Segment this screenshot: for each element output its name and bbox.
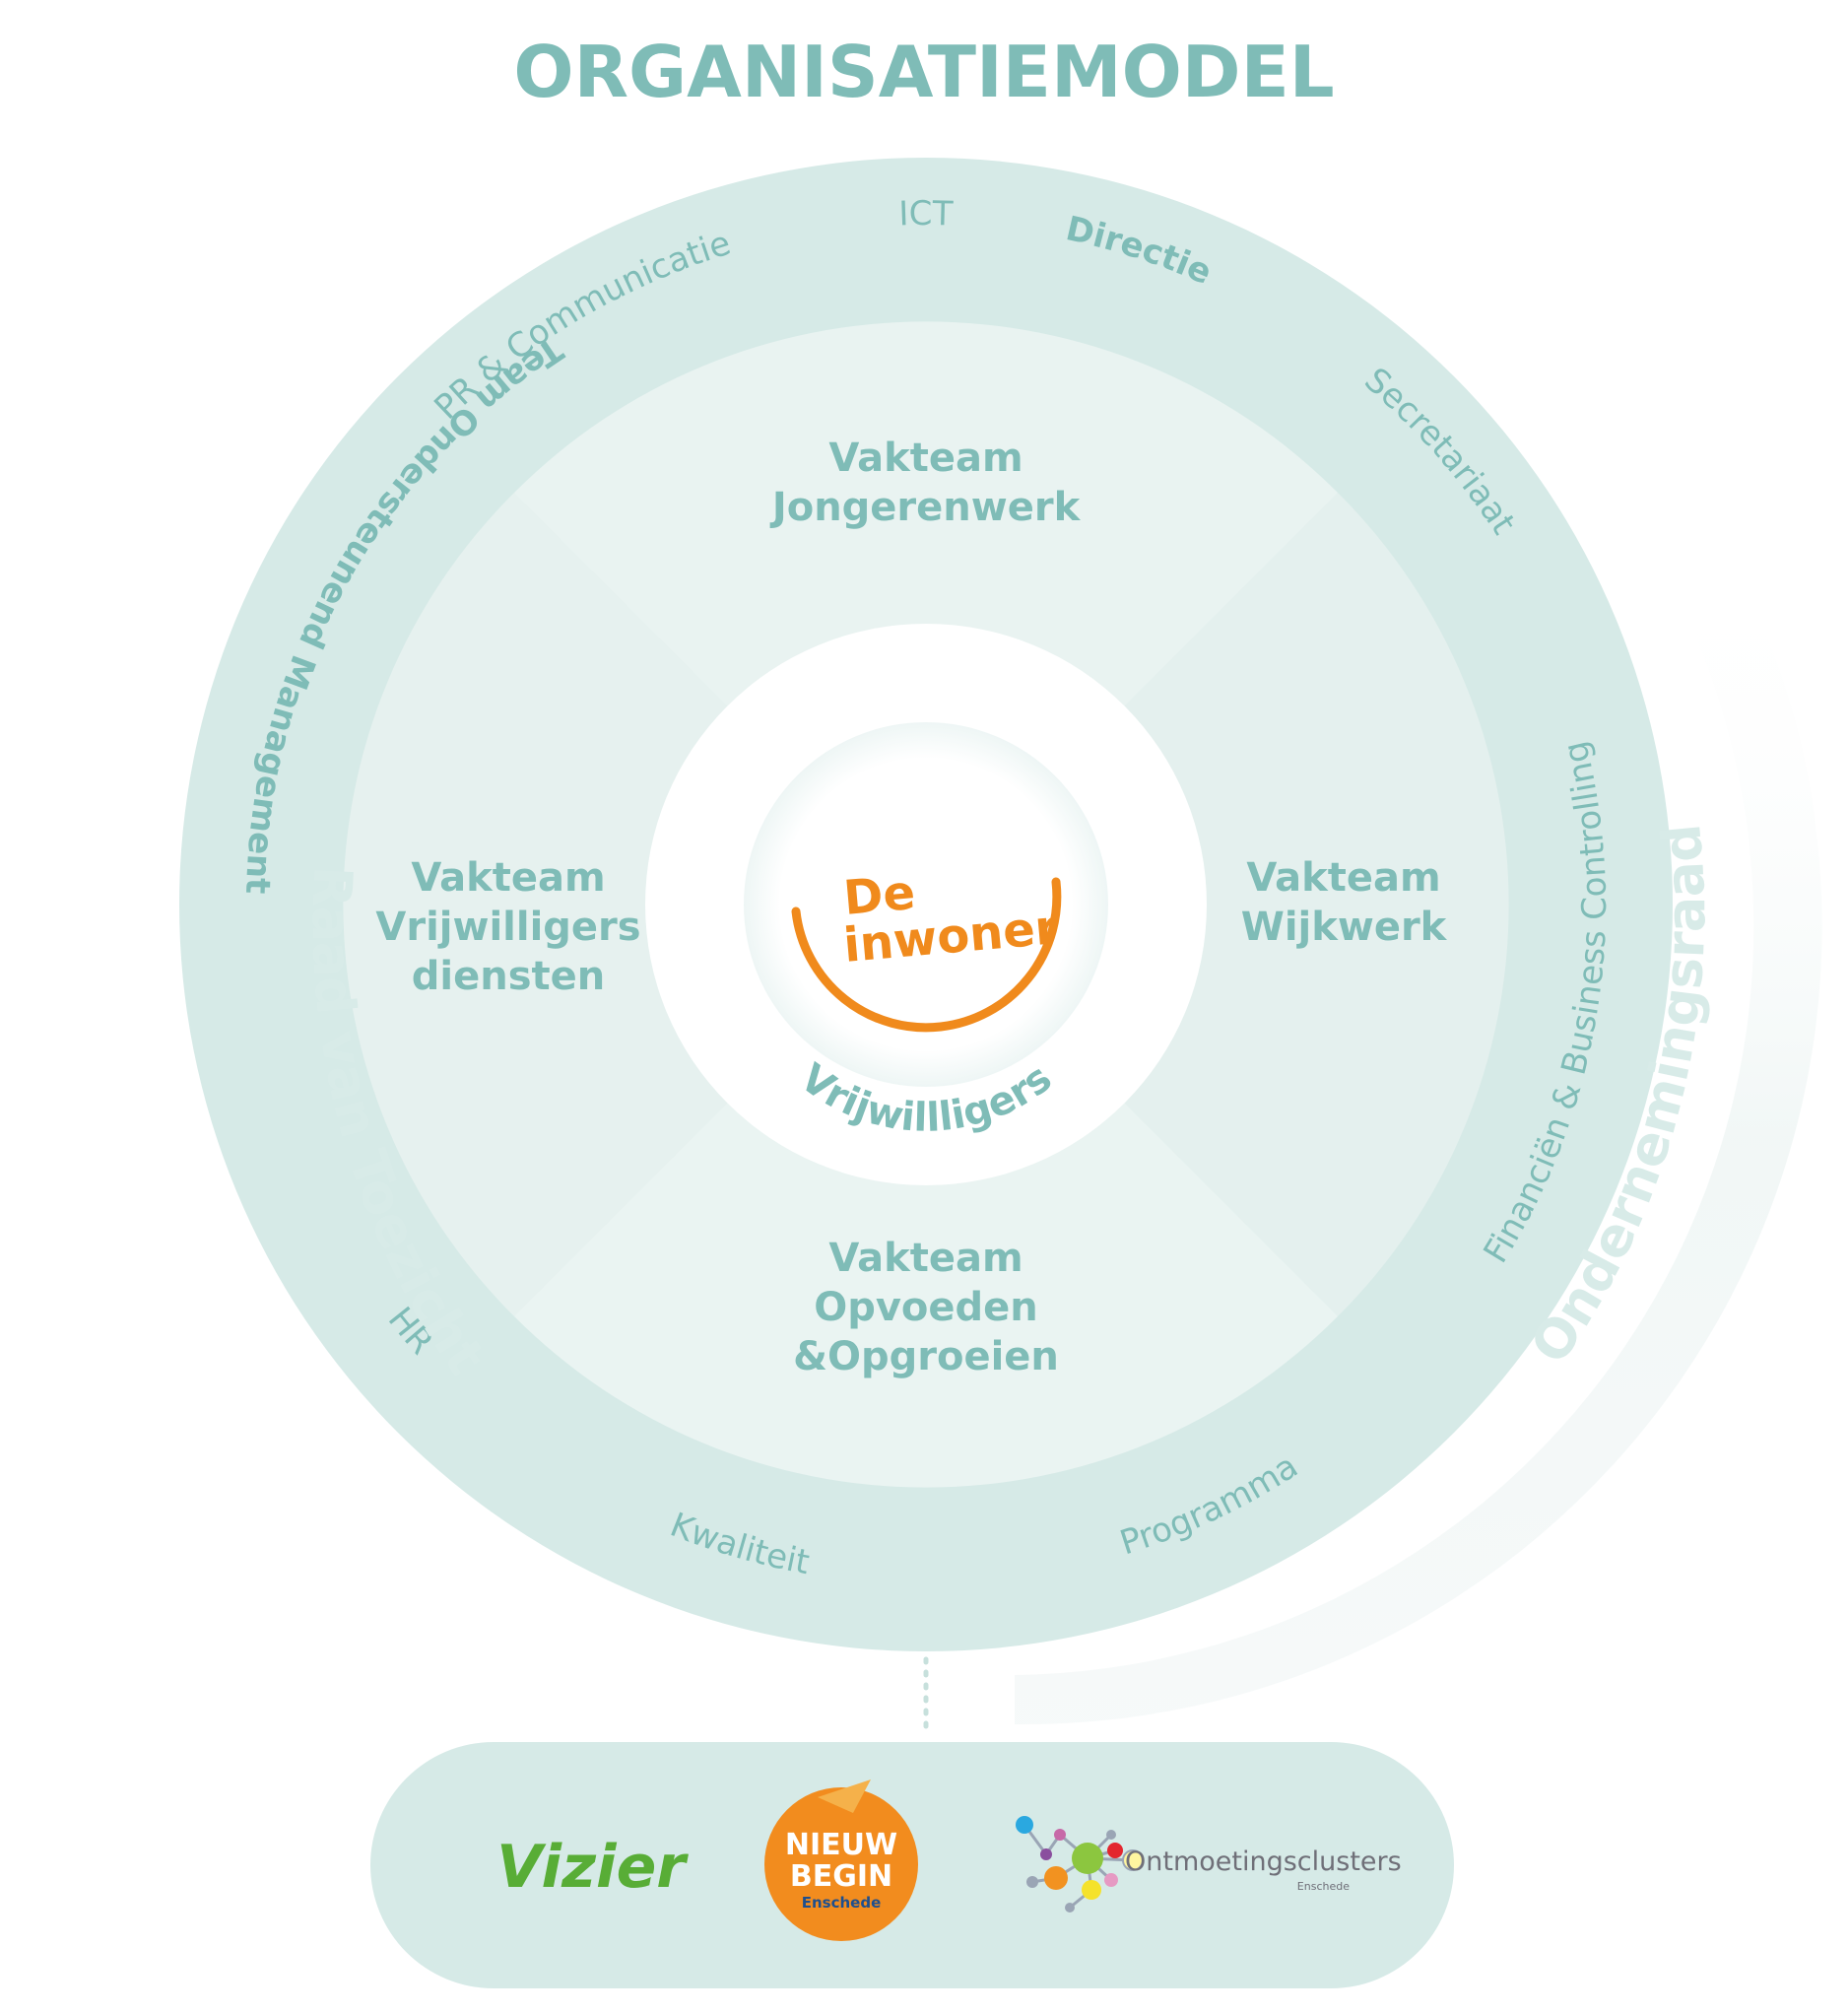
quadrant-bottom <box>514 905 1338 1488</box>
ontmoetingsclusters-text: Ontmoetingsclusters <box>1125 1846 1402 1877</box>
nieuw-begin-logo: NIEUW BEGIN Enschede <box>764 1779 918 1941</box>
nieuw-begin-line3: Enschede <box>802 1894 882 1912</box>
center-label-line1: De <box>841 865 917 926</box>
team-vrijwilligers-line2: Vrijwilligers <box>375 905 640 950</box>
ondernemingsraad-arc <box>1015 552 1822 1725</box>
nieuw-begin-line1: NIEUW <box>785 1828 897 1862</box>
team-opvoeden-line3: &Opgroeien <box>793 1334 1059 1379</box>
team-jongerenwerk-line2: Jongerenwerk <box>769 485 1082 530</box>
team-vrijwilligers-line1: Vakteam <box>411 855 605 901</box>
team-jongerenwerk-line1: Vakteam <box>828 436 1023 481</box>
nieuw-begin-badge <box>764 1787 918 1941</box>
smile-arc-icon <box>791 877 1062 1033</box>
team-vrijwilligers-line3: diensten <box>412 954 605 999</box>
team-opvoeden: Vakteam Opvoeden &Opgroeien <box>793 1236 1059 1379</box>
paper-plane-icon <box>818 1779 871 1813</box>
quadrant-top <box>514 321 1338 905</box>
team-opvoeden-line1: Vakteam <box>828 1236 1023 1281</box>
team-wijkwerk-line2: Wijkwerk <box>1241 905 1448 950</box>
ontmoetingsclusters-logo: Ontmoetingsclusters Enschede <box>1016 1816 1402 1913</box>
ring-label-ict: ICT <box>898 194 954 235</box>
team-vrijwilligers: Vakteam Vrijwilligers diensten <box>375 855 640 999</box>
nieuw-begin-line2: BEGIN <box>790 1859 892 1894</box>
vizier-logo: Vizier <box>496 1833 689 1902</box>
network-cluster-icon <box>1016 1816 1144 1913</box>
team-opvoeden-line2: Opvoeden <box>814 1285 1038 1330</box>
team-wijkwerk: Vakteam Wijkwerk <box>1241 855 1448 950</box>
vizier-logo-text: Vizier <box>496 1833 689 1902</box>
team-jongerenwerk: Vakteam Jongerenwerk <box>769 436 1082 530</box>
team-wijkwerk-line1: Vakteam <box>1246 855 1440 901</box>
quadrant-left <box>343 493 927 1316</box>
quadrant-right <box>926 493 1509 1316</box>
page-title: ORGANISATIEMODEL <box>513 31 1334 113</box>
ontmoetingsclusters-subtext: Enschede <box>1297 1880 1350 1893</box>
